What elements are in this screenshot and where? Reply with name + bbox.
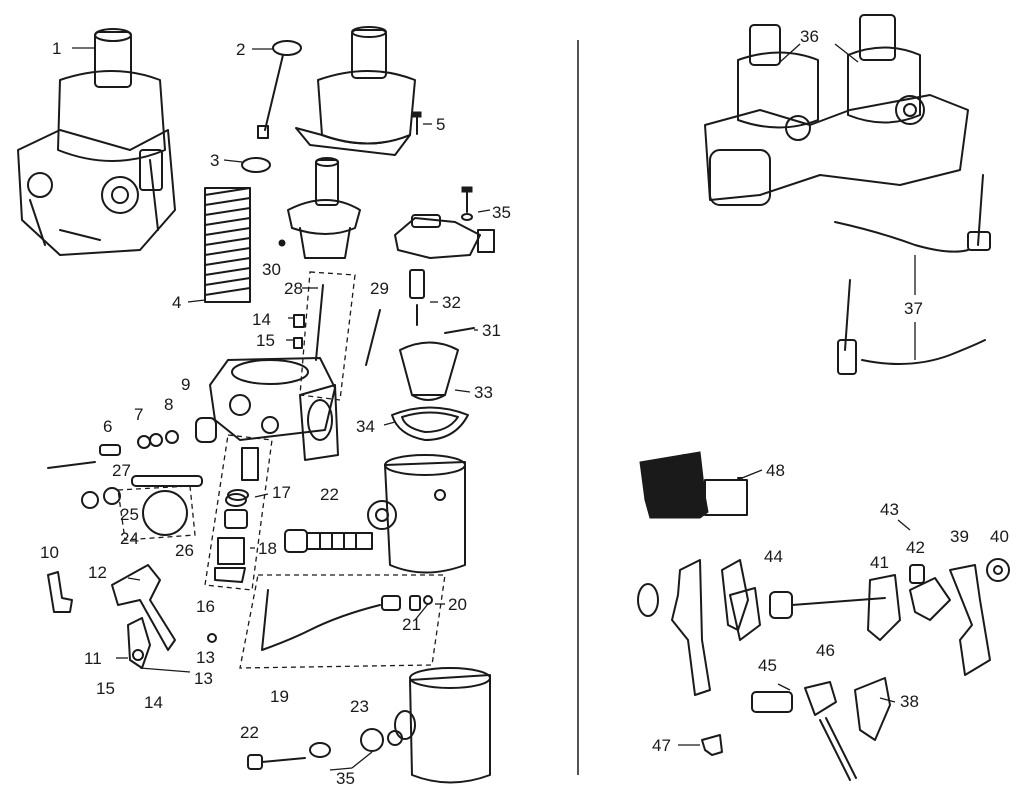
part-48-bracket <box>639 451 748 519</box>
label-8: 8 <box>164 395 173 414</box>
label-25: 25 <box>120 505 139 524</box>
label-2: 2 <box>236 40 245 59</box>
label-34: 34 <box>356 417 375 436</box>
part-19-fuel-pipe <box>239 574 446 669</box>
part-4-spring <box>204 187 251 303</box>
label-33: 33 <box>474 383 493 402</box>
part-34-gasket <box>391 406 469 441</box>
part-lower-float-chamber <box>394 667 491 784</box>
label-5: 5 <box>436 115 445 134</box>
part-45-46-parts <box>751 681 837 716</box>
label-30: 30 <box>262 260 281 279</box>
part-17-18-jet-parts <box>227 489 249 501</box>
part-36-twin-carburettors <box>704 14 969 206</box>
part-14-15-screw-washer <box>293 314 305 349</box>
label-17: 17 <box>272 483 291 502</box>
label-22b: 22 <box>240 723 259 742</box>
label-26: 26 <box>175 541 194 560</box>
label-9: 9 <box>181 375 190 394</box>
label-19: 19 <box>270 687 289 706</box>
part-3-washer <box>241 157 271 173</box>
part-41-42-lever <box>867 564 951 641</box>
label-14b: 14 <box>144 693 163 712</box>
part-2-damper <box>257 40 302 139</box>
label-16: 16 <box>196 597 215 616</box>
label-7: 7 <box>134 405 143 424</box>
label-41: 41 <box>870 553 889 572</box>
part-16-jet-assembly <box>204 434 273 591</box>
label-18: 18 <box>258 539 277 558</box>
part-30-pin <box>278 239 286 247</box>
part-40-nut <box>986 558 1010 582</box>
part-float-chamber <box>367 454 466 574</box>
label-4: 4 <box>172 293 181 312</box>
label-35b: 35 <box>336 769 355 788</box>
label-22: 22 <box>320 485 339 504</box>
part-suction-chamber <box>295 26 416 156</box>
label-23: 23 <box>350 697 369 716</box>
part-23-washer <box>360 728 403 752</box>
label-31: 31 <box>482 321 501 340</box>
part-throttle-linkage-left <box>637 559 761 696</box>
part-piston <box>287 157 361 259</box>
part-6-8-spindle-bits <box>47 430 179 469</box>
label-28: 28 <box>284 279 303 298</box>
label-39: 39 <box>950 527 969 546</box>
label-11: 11 <box>84 649 102 668</box>
label-3: 3 <box>210 151 219 170</box>
part-5-screw <box>412 111 422 135</box>
part-12-throttle-lever <box>111 564 176 651</box>
part-28-jet-needle <box>299 271 356 401</box>
label-38: 38 <box>900 692 919 711</box>
label-47: 47 <box>652 736 671 755</box>
part-27-throttle-spindle <box>131 475 203 487</box>
part-31-pin <box>444 327 475 334</box>
label-32: 32 <box>442 293 461 312</box>
label-6: 6 <box>103 417 112 436</box>
label-12: 12 <box>88 563 107 582</box>
part-24-25-26-butterfly <box>81 485 196 541</box>
label-27: 27 <box>112 461 131 480</box>
label-44: 44 <box>764 547 783 566</box>
label-1: 1 <box>52 39 61 58</box>
label-45: 45 <box>758 656 777 675</box>
part-10-clip <box>47 571 73 613</box>
label-21: 21 <box>402 615 421 634</box>
label-36: 36 <box>800 27 819 46</box>
part-22-bolt <box>284 529 373 553</box>
part-22b-bolt <box>247 742 331 770</box>
label-24: 24 <box>120 529 139 548</box>
callout-labels: 1 2 3 4 5 6 7 8 9 10 11 12 13 13 14 14 1… <box>40 27 1009 788</box>
label-48: 48 <box>766 461 785 480</box>
part-39-lever <box>949 564 991 676</box>
part-38-lever-spring <box>819 677 891 781</box>
part-32-needle-valve <box>409 269 425 326</box>
label-10: 10 <box>40 543 59 562</box>
label-42: 42 <box>906 538 925 557</box>
part-1-carburettor-assembly <box>17 28 176 256</box>
part-47-clip <box>701 734 723 756</box>
label-35: 35 <box>492 203 511 222</box>
part-9-nut <box>195 417 217 443</box>
part-float-chamber-lid <box>394 214 495 259</box>
part-35-screws <box>461 186 473 221</box>
label-37: 37 <box>904 299 923 318</box>
label-13b: 13 <box>194 669 213 688</box>
label-14: 14 <box>252 310 271 329</box>
part-carburettor-body <box>209 357 339 461</box>
label-15b: 15 <box>96 679 115 698</box>
label-20: 20 <box>448 595 467 614</box>
part-33-float <box>399 341 459 401</box>
label-43: 43 <box>880 500 899 519</box>
label-13: 13 <box>196 648 215 667</box>
label-40: 40 <box>990 527 1009 546</box>
label-15: 15 <box>256 331 275 350</box>
label-29: 29 <box>370 279 389 298</box>
label-46: 46 <box>816 641 835 660</box>
part-11-15-linkage <box>127 617 217 673</box>
part-37-fuel-pipes <box>834 174 991 375</box>
leader-lines <box>72 43 916 771</box>
part-29-needle <box>365 309 381 366</box>
